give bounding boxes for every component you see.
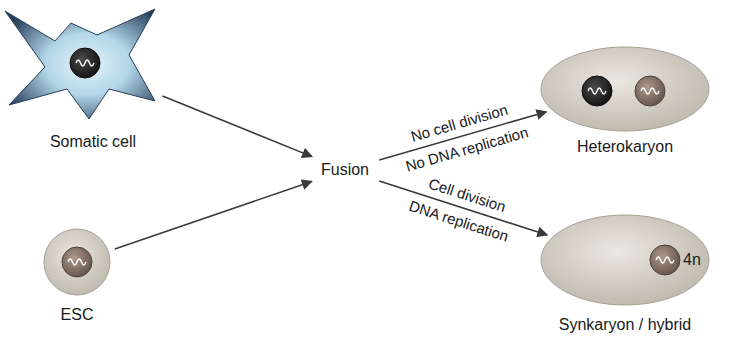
process-label-node: Fusion — [317, 159, 374, 182]
cell-body — [541, 47, 709, 131]
cell-node: ESC — [43, 228, 111, 296]
nucleus — [582, 76, 612, 106]
chromatin-wave — [656, 257, 674, 263]
ploidy-label: 4n — [683, 251, 701, 269]
chromatin-wave — [68, 259, 86, 265]
chromatin-wave — [76, 60, 94, 66]
cell-body — [541, 215, 709, 305]
flow-arrow — [115, 181, 312, 249]
chromatin-wave — [588, 88, 606, 94]
nucleus — [62, 247, 92, 277]
nucleus — [70, 48, 100, 78]
nucleus — [650, 245, 680, 275]
somatic-cell-body — [5, 9, 155, 119]
cell-caption: Synkaryon / hybrid — [559, 316, 692, 334]
cell-caption: ESC — [61, 306, 94, 324]
cell-outline — [540, 46, 710, 132]
nucleus — [635, 76, 665, 106]
cell-outline — [5, 5, 157, 121]
cell-node: Heterokaryon — [540, 46, 710, 132]
flow-arrow — [163, 96, 312, 157]
cell-node: Somatic cell — [5, 5, 157, 121]
cell-node: Synkaryon / hybrid4n — [540, 214, 710, 306]
cell-outline — [43, 228, 111, 296]
cell-caption: Heterokaryon — [577, 138, 673, 156]
cell-body — [44, 229, 110, 295]
process-label: Fusion — [321, 161, 370, 179]
chromatin-wave — [641, 88, 659, 94]
cell-caption: Somatic cell — [50, 133, 136, 151]
